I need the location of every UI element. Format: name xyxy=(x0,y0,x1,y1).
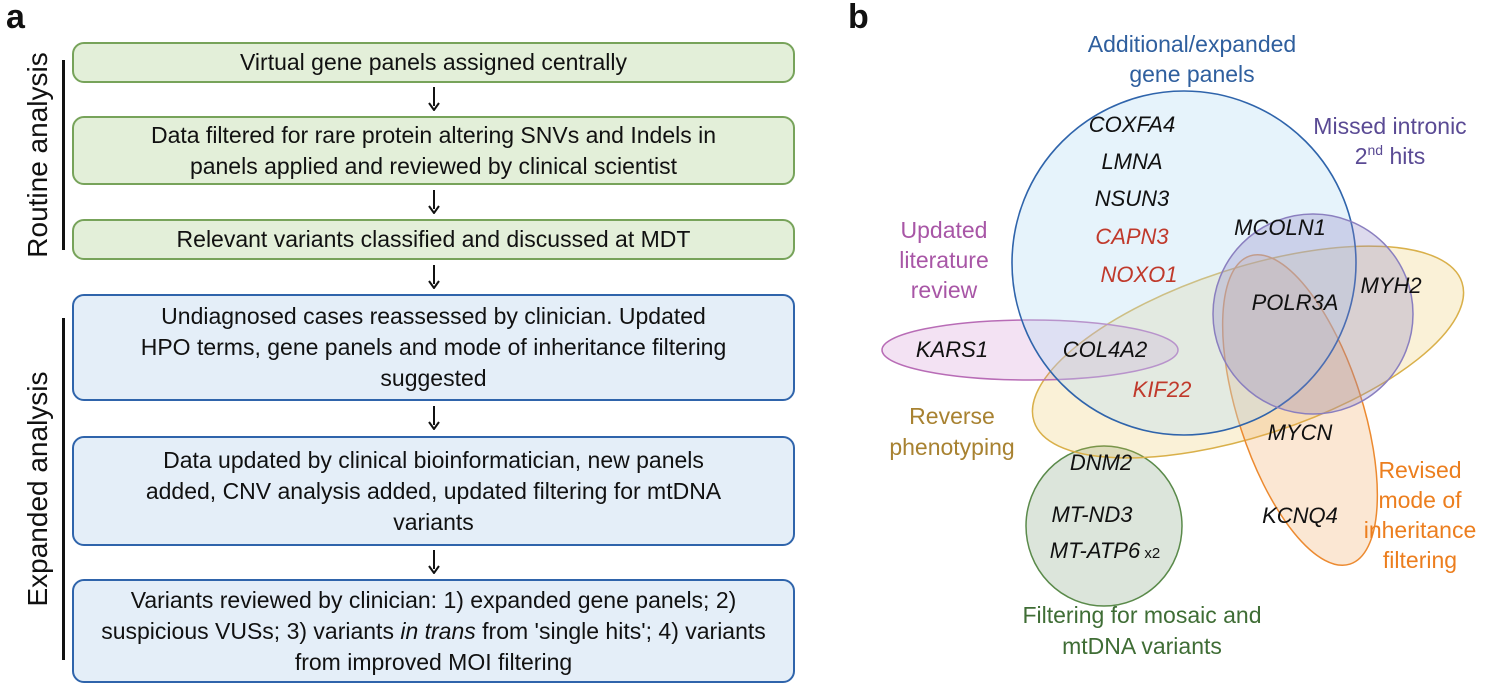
gene-name: MCOLN1 xyxy=(1234,215,1326,240)
arrow-down-icon xyxy=(428,406,440,430)
step-virtual-panels: Virtual gene panels assigned centrally xyxy=(72,42,795,83)
gene-name: COL4A2 xyxy=(1063,337,1147,362)
label-additional-panels: gene panels xyxy=(1129,61,1254,87)
routine-bracket xyxy=(62,60,65,250)
gene-name: MYH2 xyxy=(1360,273,1421,298)
label-reverse-phenotyping: Reverse xyxy=(909,403,995,429)
gene-kcnq4: KCNQ4 xyxy=(1262,503,1338,528)
set-missed-intronic xyxy=(1212,213,1414,415)
gene-kif22: KIF22 xyxy=(1133,377,1192,402)
gene-col4a2: COL4A2 xyxy=(1063,337,1147,362)
gene-myh2: MYH2 xyxy=(1360,273,1421,298)
panel-a-letter: a xyxy=(6,0,25,36)
label-revised-moi: Revised xyxy=(1378,457,1461,483)
gene-mt-nd3: MT-ND3 xyxy=(1051,502,1133,527)
set-revised-moi xyxy=(1221,253,1379,567)
gene-dnm2: DNM2 xyxy=(1070,450,1132,475)
gene-name: COXFA4 xyxy=(1089,112,1175,137)
step-text-italic: in trans xyxy=(400,617,476,644)
label-mosaic-mtdna: mtDNA variants xyxy=(1062,633,1222,659)
gene-name: LMNA xyxy=(1101,149,1162,174)
label-missed-intronic: Missed intronic xyxy=(1313,113,1466,139)
gene-name: KCNQ4 xyxy=(1262,503,1338,528)
set-literature-review xyxy=(881,319,1179,381)
label-revised-moi: filtering xyxy=(1383,547,1457,573)
gene-name: CAPN3 xyxy=(1095,224,1169,249)
arrow-down-icon xyxy=(428,265,440,289)
label-literature-review: review xyxy=(911,277,978,303)
gene-count-suffix: x2 xyxy=(1140,545,1160,562)
gene-coxfa4: COXFA4 xyxy=(1089,112,1175,137)
step-text: Virtual gene panels assigned centrally xyxy=(240,49,627,75)
label-additional-panels: Additional/expanded xyxy=(1088,31,1296,57)
gene-mycn: MYCN xyxy=(1268,420,1333,445)
gene-name: NSUN3 xyxy=(1095,186,1170,211)
step-text: Variants reviewed by clinician: 1) expan… xyxy=(86,585,781,678)
arrow-down-icon xyxy=(428,87,440,111)
step-text: Undiagnosed cases reassessed by clinicia… xyxy=(140,303,727,391)
step-undiagnosed-reassessed: Undiagnosed cases reassessed by clinicia… xyxy=(72,294,795,401)
label-reverse-phenotyping: phenotyping xyxy=(889,434,1014,460)
gene-kars1: KARS1 xyxy=(916,337,988,362)
label-missed-intronic-part: hits xyxy=(1383,143,1425,169)
label-mosaic-mtdna: Filtering for mosaic and xyxy=(1022,602,1261,628)
label-revised-moi: mode of xyxy=(1378,487,1462,513)
label-missed-intronic: 2nd hits xyxy=(1355,142,1426,169)
step-text: Data updated by clinical bioinformaticia… xyxy=(145,446,722,535)
set-additional-panels xyxy=(1011,90,1357,436)
gene-name: NOXO1 xyxy=(1100,262,1177,287)
step-text: Data filtered for rare protein altering … xyxy=(150,121,717,179)
step-text-part: from 'single hits'; 4) variants from imp… xyxy=(294,617,766,675)
gene-name: MT-ND3 xyxy=(1051,502,1133,527)
gene-noxo1: NOXO1 xyxy=(1100,262,1177,287)
gene-name: KIF22 xyxy=(1133,377,1192,402)
gene-name: MYCN xyxy=(1268,420,1333,445)
step-text: Relevant variants classified and discuss… xyxy=(176,226,691,252)
step-variants-reviewed: Variants reviewed by clinician: 1) expan… xyxy=(72,579,795,683)
gene-name: DNM2 xyxy=(1070,450,1132,475)
gene-polr3a: POLR3A xyxy=(1252,290,1339,315)
label-literature-review: Updated xyxy=(901,217,988,243)
step-variants-classified: Relevant variants classified and discuss… xyxy=(72,219,795,260)
arrow-down-icon xyxy=(428,190,440,214)
step-text-part: Variants reviewed by clinician: 1) expan… xyxy=(101,586,737,644)
panel-b-letter: b xyxy=(848,0,869,36)
arrow-down-icon xyxy=(428,550,440,574)
set-mosaic-mtdna xyxy=(1025,445,1183,607)
gene-name: MT-ATP6 xyxy=(1050,538,1141,563)
label-missed-intronic-part: 2 xyxy=(1355,143,1368,169)
step-data-filtered: Data filtered for rare protein altering … xyxy=(72,116,795,185)
gene-capn3: CAPN3 xyxy=(1095,224,1169,249)
gene-lmna: LMNA xyxy=(1101,149,1162,174)
label-literature-review: literature xyxy=(899,247,988,273)
label-missed-intronic-sup: nd xyxy=(1368,142,1384,158)
gene-nsun3: NSUN3 xyxy=(1095,186,1170,211)
gene-mcoln1: MCOLN1 xyxy=(1234,215,1326,240)
gene-name: KARS1 xyxy=(916,337,988,362)
label-revised-moi: inheritance xyxy=(1364,517,1477,543)
expanded-bracket xyxy=(62,318,65,660)
step-data-updated: Data updated by clinical bioinformaticia… xyxy=(72,436,795,546)
gene-mt-atp6: MT-ATP6 x2 xyxy=(1050,538,1160,563)
gene-name: POLR3A xyxy=(1252,290,1339,315)
